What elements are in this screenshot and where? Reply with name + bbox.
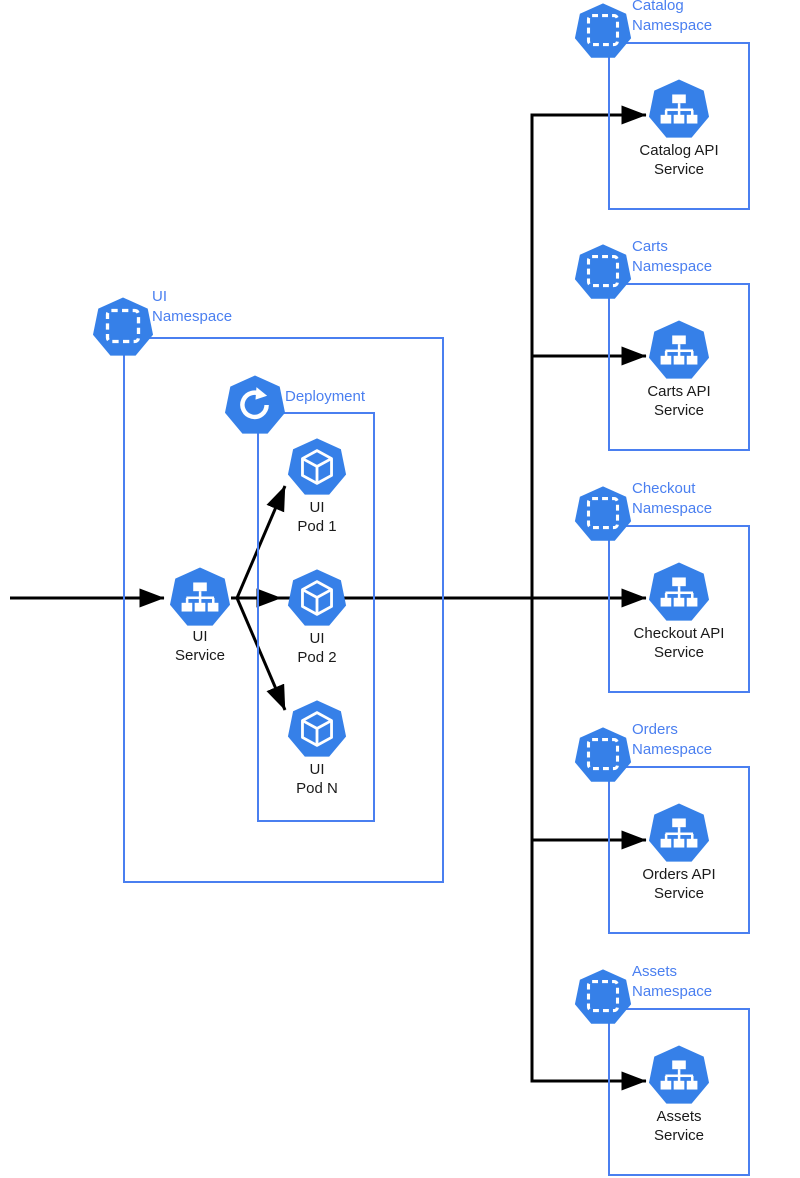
pod-icon xyxy=(287,568,347,628)
namespace-icon xyxy=(574,243,632,301)
assets-namespace-label: Assets Namespace xyxy=(632,963,713,1000)
ui-pod-n-label: UI Pod N xyxy=(296,761,338,797)
carts-namespace-box xyxy=(608,283,750,451)
service-icon xyxy=(648,561,710,623)
checkout-namespace-label: Checkout Namespace xyxy=(632,480,713,517)
service-icon xyxy=(648,1044,710,1106)
ui-service-label: UI Service xyxy=(174,628,226,664)
deployment-label: Deployment xyxy=(285,388,366,405)
catalog-namespace-label: Catalog Namespace xyxy=(632,0,713,34)
checkout-api-service-label: Checkout API Service xyxy=(633,625,725,661)
deployment-box xyxy=(257,412,375,822)
orders-api-service-label: Orders API Service xyxy=(642,866,716,902)
service-icon xyxy=(648,78,710,140)
pod-icon xyxy=(287,699,347,759)
namespace-icon xyxy=(92,296,154,358)
namespace-icon xyxy=(574,726,632,784)
carts-namespace-label: Carts Namespace xyxy=(632,238,713,275)
catalog-namespace-box xyxy=(608,42,750,210)
carts-api-service-label: Carts API Service xyxy=(647,383,711,419)
ui-pod-1-label: UI Pod 1 xyxy=(297,499,337,535)
service-icon xyxy=(169,566,231,628)
checkout-namespace-box xyxy=(608,525,750,693)
service-icon xyxy=(648,802,710,864)
pod-icon xyxy=(287,437,347,497)
namespace-icon xyxy=(574,2,632,60)
service-icon xyxy=(648,319,710,381)
orders-namespace-label: Orders Namespace xyxy=(632,721,713,758)
ui-pod-2-label: UI Pod 2 xyxy=(297,630,337,666)
orders-namespace-box xyxy=(608,766,750,934)
namespace-icon xyxy=(574,485,632,543)
catalog-api-service-label: Catalog API Service xyxy=(639,142,719,178)
ui-namespace-box xyxy=(123,337,444,883)
deployment-icon xyxy=(224,374,286,436)
assets-service-label: Assets Service xyxy=(653,1108,705,1144)
ui-namespace-label: UI Namespace xyxy=(152,288,233,325)
namespace-icon xyxy=(574,968,632,1026)
assets-namespace-box xyxy=(608,1008,750,1176)
